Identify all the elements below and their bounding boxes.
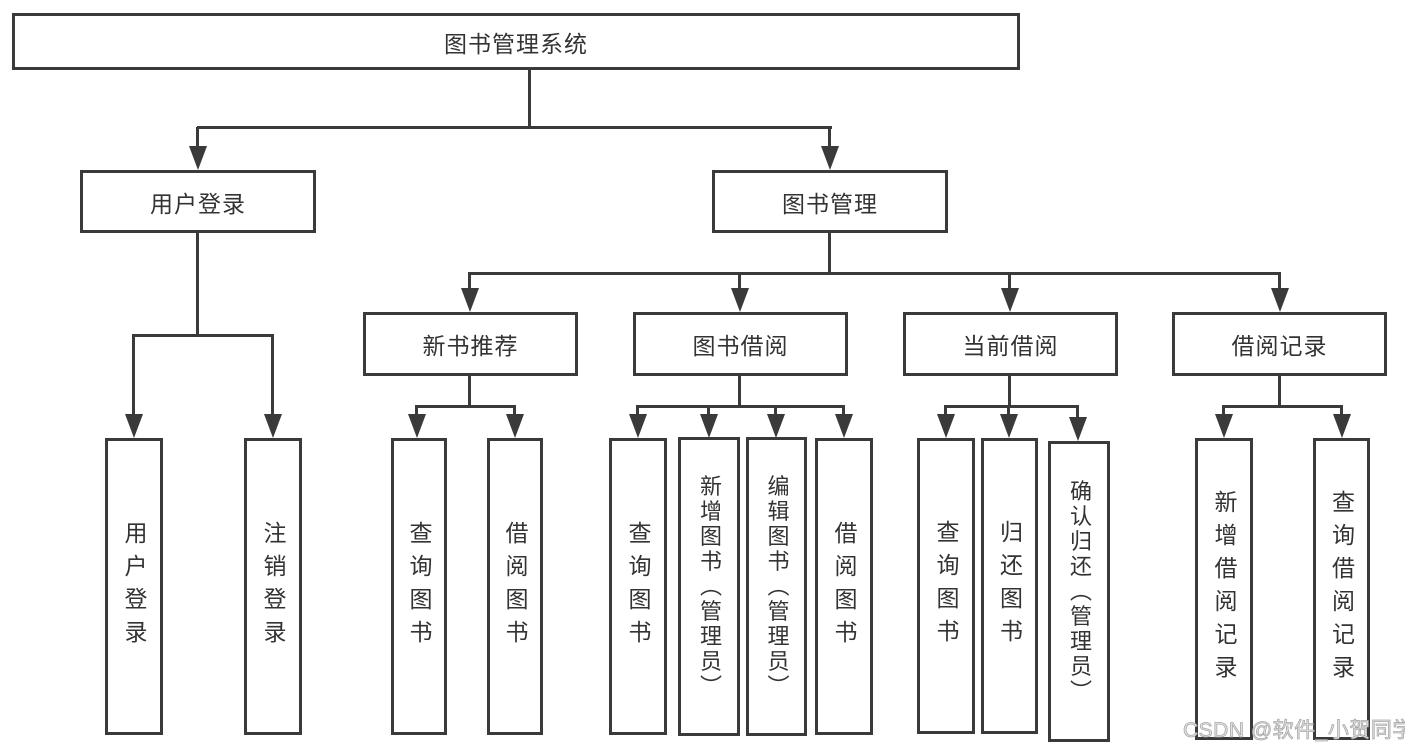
leaf-query-books-borrow: 查询图书: [609, 438, 667, 735]
connector-drop-leaf: [415, 406, 418, 418]
arrow-down-icon: [1271, 288, 1289, 312]
arrow-down-icon: [700, 414, 718, 438]
connector-drop-leaf: [842, 406, 845, 418]
arrow-down-icon: [408, 414, 426, 438]
arrow-down-icon: [1215, 414, 1233, 438]
leaf-query-borrow-record: 查询借阅记录: [1313, 438, 1370, 740]
arrow-down-icon: [264, 414, 282, 438]
arrow-down-icon: [731, 288, 749, 312]
connector-drop-user-login: [196, 127, 199, 147]
node-label: 图书借阅: [692, 333, 789, 359]
leaf-label: 用户登录: [121, 520, 147, 653]
connector-user-login-trunk: [196, 233, 199, 337]
arrow-down-icon: [767, 414, 785, 438]
leaf-add-book-admin: 新增图书（管理员）: [678, 437, 740, 736]
leaf-user-login: 用户登录: [105, 438, 163, 735]
leaf-label: 新增借阅记录: [1211, 490, 1237, 688]
connector-root-trunk: [528, 70, 531, 128]
leaf-label: 编辑图书（管理员）: [764, 474, 790, 699]
leaf-label: 查询图书: [406, 520, 432, 653]
arrow-down-icon: [461, 288, 479, 312]
connector-drop-leaf: [1007, 406, 1010, 418]
leaf-query-books-current: 查询图书: [917, 438, 975, 734]
node-current-borrow: 当前借阅: [903, 312, 1118, 376]
connector-drop-group: [1008, 273, 1011, 291]
leaf-label: 确认归还（管理员）: [1067, 479, 1092, 704]
node-book-borrow: 图书借阅: [633, 312, 848, 376]
arrow-down-icon: [1069, 417, 1087, 441]
connector-drop-leaf: [636, 406, 639, 418]
leaf-label: 注销登录: [260, 520, 286, 653]
leaf-logout: 注销登录: [244, 438, 302, 735]
connector-group-trunk: [738, 376, 741, 408]
connector-group-trunk: [1008, 376, 1011, 408]
connector-drop-leaf: [944, 406, 947, 418]
node-borrow-records: 借阅记录: [1172, 312, 1387, 376]
leaf-label: 新增图书（管理员）: [697, 474, 722, 699]
connector-root-crossbar: [197, 126, 832, 129]
node-label: 当前借阅: [962, 333, 1059, 359]
connector-group-trunk: [468, 376, 471, 408]
connector-group-crossbar: [1222, 405, 1343, 408]
csdn-watermark: CSDN @软件_小贺同学: [1183, 719, 1405, 743]
arrow-down-icon: [506, 414, 524, 438]
leaf-label: 借阅图书: [831, 520, 857, 653]
arrow-down-icon: [125, 414, 143, 438]
connector-book-mgmt-crossbar: [468, 272, 1281, 275]
leaf-label: 查询借阅记录: [1328, 490, 1355, 688]
connector-group-crossbar: [636, 405, 845, 408]
leaf-label: 查询图书: [933, 520, 959, 652]
node-label: 图书管理系统: [444, 30, 588, 57]
node-label: 新书推荐: [422, 333, 519, 359]
arrow-down-icon: [1333, 414, 1351, 438]
leaf-edit-book-admin: 编辑图书（管理员）: [746, 437, 807, 736]
connector-drop-leaf: [513, 406, 516, 418]
arrow-down-icon: [835, 414, 853, 438]
node-book-management: 图书管理: [712, 170, 948, 233]
connector-drop-book-management: [828, 127, 831, 147]
leaf-label: 归还图书: [996, 520, 1023, 652]
arrow-down-icon: [1001, 288, 1019, 312]
arrow-down-icon: [629, 414, 647, 438]
connector-book-mgmt-trunk: [828, 233, 831, 275]
connector-drop-group: [468, 273, 471, 291]
arrow-down-icon: [821, 146, 839, 170]
leaf-add-borrow-record: 新增借阅记录: [1195, 438, 1253, 740]
connector-group-trunk: [1278, 376, 1281, 408]
connector-user-login-crossbar: [132, 334, 274, 337]
connector-drop-leaf: [1222, 406, 1225, 418]
node-user-login: 用户登录: [80, 170, 316, 233]
node-label: 用户登录: [150, 190, 246, 217]
connector-drop-leaf: [707, 406, 710, 418]
connector-drop-leaf: [774, 406, 777, 418]
connector-drop-group: [738, 273, 741, 291]
node-new-book-recommend: 新书推荐: [363, 312, 578, 376]
arrow-down-icon: [937, 414, 955, 438]
node-label: 图书管理: [782, 190, 878, 217]
leaf-label: 借阅图书: [502, 520, 528, 653]
leaf-query-books-recommend: 查询图书: [391, 438, 447, 735]
connector-drop-leaf: [271, 335, 274, 417]
leaf-label: 查询图书: [625, 520, 651, 653]
connector-group-crossbar: [944, 405, 1079, 408]
connector-drop-leaf: [1076, 406, 1079, 421]
connector-drop-leaf: [132, 335, 135, 417]
arrow-down-icon: [189, 146, 207, 170]
leaf-borrow-books-recommend: 借阅图书: [487, 438, 543, 735]
connector-drop-group: [1278, 273, 1281, 291]
leaf-borrow-books: 借阅图书: [815, 438, 873, 735]
connector-group-crossbar: [415, 405, 516, 408]
connector-drop-leaf: [1340, 406, 1343, 418]
node-library-management-system: 图书管理系统: [12, 13, 1020, 70]
arrow-down-icon: [1000, 414, 1018, 438]
node-label: 借阅记录: [1231, 333, 1328, 359]
leaf-confirm-return-admin: 确认归还（管理员）: [1048, 441, 1110, 742]
leaf-return-books: 归还图书: [981, 438, 1038, 734]
